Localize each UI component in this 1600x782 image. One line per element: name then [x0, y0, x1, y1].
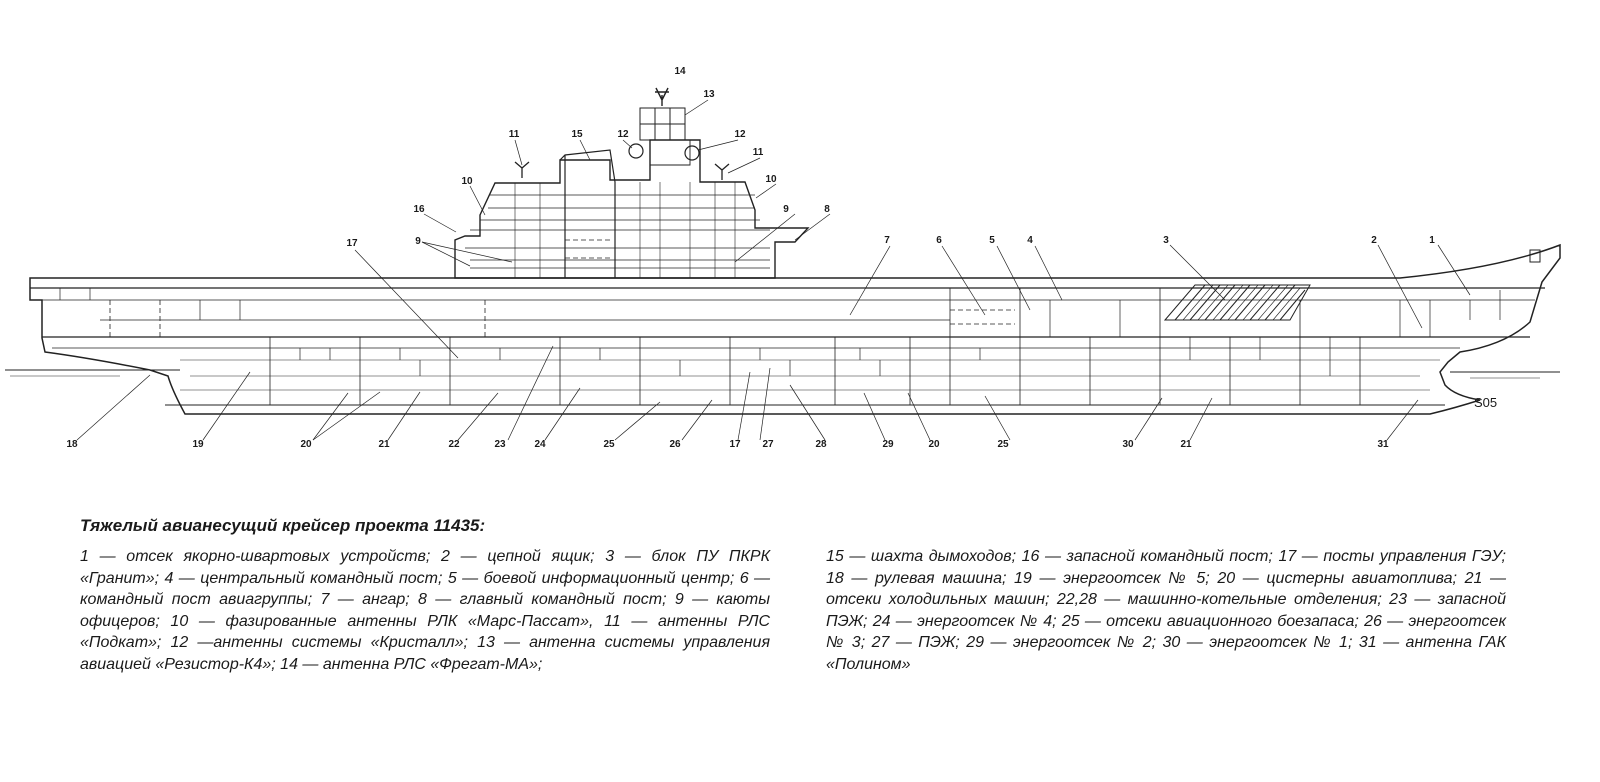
funnel	[559, 149, 616, 278]
callout: 9	[783, 204, 789, 215]
callout: 28	[815, 439, 827, 450]
callout: 10	[765, 174, 777, 185]
callout: 30	[1122, 439, 1134, 450]
callout: 23	[494, 439, 506, 450]
callout: 5	[989, 235, 995, 246]
callout: 31	[1377, 439, 1389, 450]
antenna-11-left	[514, 161, 530, 178]
callout: 20	[928, 439, 940, 450]
callout: 17	[729, 439, 741, 450]
callout: 25	[997, 439, 1009, 450]
ship-profile-diagram: 1 2 3 4 5 6 7 8 9 9 9 10 10 11 11 12 12 …	[5, 66, 1561, 450]
callout: 21	[1180, 439, 1192, 450]
callout: 9	[415, 236, 421, 247]
callout: 21	[378, 439, 390, 450]
callout: 19	[192, 439, 204, 450]
caption-legend-column-1: 1 — отсек якорно-швартовых устройств; 2 …	[80, 548, 770, 673]
callout: 1	[1429, 235, 1435, 246]
callout: 14	[674, 66, 686, 77]
callout: 22	[448, 439, 460, 450]
antenna-11-right	[714, 163, 730, 180]
callout: 26	[669, 439, 681, 450]
callout: 3	[1163, 235, 1169, 246]
callout: 13	[703, 89, 715, 100]
caption-legend-column-2: 15 — шахта дымоходов; 16 — запасной кома…	[826, 548, 1506, 673]
callout: 16	[413, 204, 425, 215]
hull-outline	[29, 243, 1561, 415]
callout: 18	[66, 439, 78, 450]
waterline	[5, 369, 1560, 373]
callout: 7	[884, 235, 890, 246]
callout: 20	[300, 439, 312, 450]
callout: 17	[346, 238, 358, 249]
callout: 6	[936, 235, 942, 246]
callout: 25	[603, 439, 615, 450]
callout: 10	[461, 176, 473, 187]
caption-title: Тяжелый авианесущий крейсер проекта 1143…	[80, 516, 486, 535]
callout: 4	[1027, 235, 1033, 246]
callout: 8	[824, 204, 830, 215]
launcher-block-3	[1163, 284, 1311, 321]
callout: 12	[617, 129, 629, 140]
callout: 2	[1371, 235, 1377, 246]
dome-12-left	[628, 143, 644, 159]
radar-14	[655, 87, 669, 106]
callout: 24	[534, 439, 546, 450]
artist-signature: S05	[1474, 395, 1497, 410]
callout: 15	[571, 129, 583, 140]
dome-12-right	[684, 145, 700, 161]
callout: 11	[509, 129, 520, 140]
callout: 27	[762, 439, 774, 450]
callout: 11	[753, 147, 764, 158]
callout: 29	[882, 439, 894, 450]
callout: 12	[734, 129, 746, 140]
